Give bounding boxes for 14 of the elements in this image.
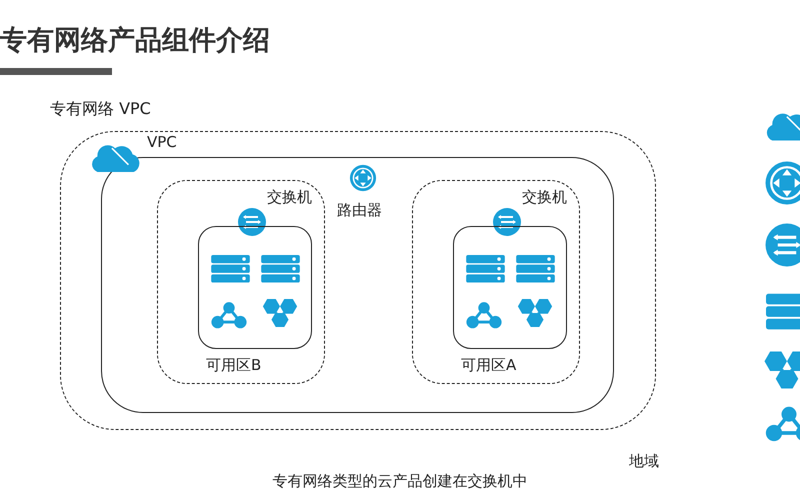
zone-dashed-box	[412, 180, 580, 384]
region-label: 地域	[629, 452, 659, 469]
diagram-heading: 专有网络 VPC	[50, 99, 151, 120]
zone-label: 可用区A	[461, 356, 516, 373]
diagram-caption: 专有网络类型的云产品创建在交换机中	[272, 472, 528, 491]
zone-label: 可用区B	[206, 356, 262, 373]
product-box	[198, 226, 312, 349]
switch-label: 交换机	[267, 189, 312, 206]
vpc-label: VPC	[147, 134, 177, 150]
page-title: 专有网络产品组件介绍	[0, 24, 270, 58]
zone-dashed-box	[157, 180, 325, 384]
switch-label: 交换机	[522, 189, 567, 206]
product-box	[453, 226, 567, 349]
router-label: 路由器	[337, 202, 382, 218]
